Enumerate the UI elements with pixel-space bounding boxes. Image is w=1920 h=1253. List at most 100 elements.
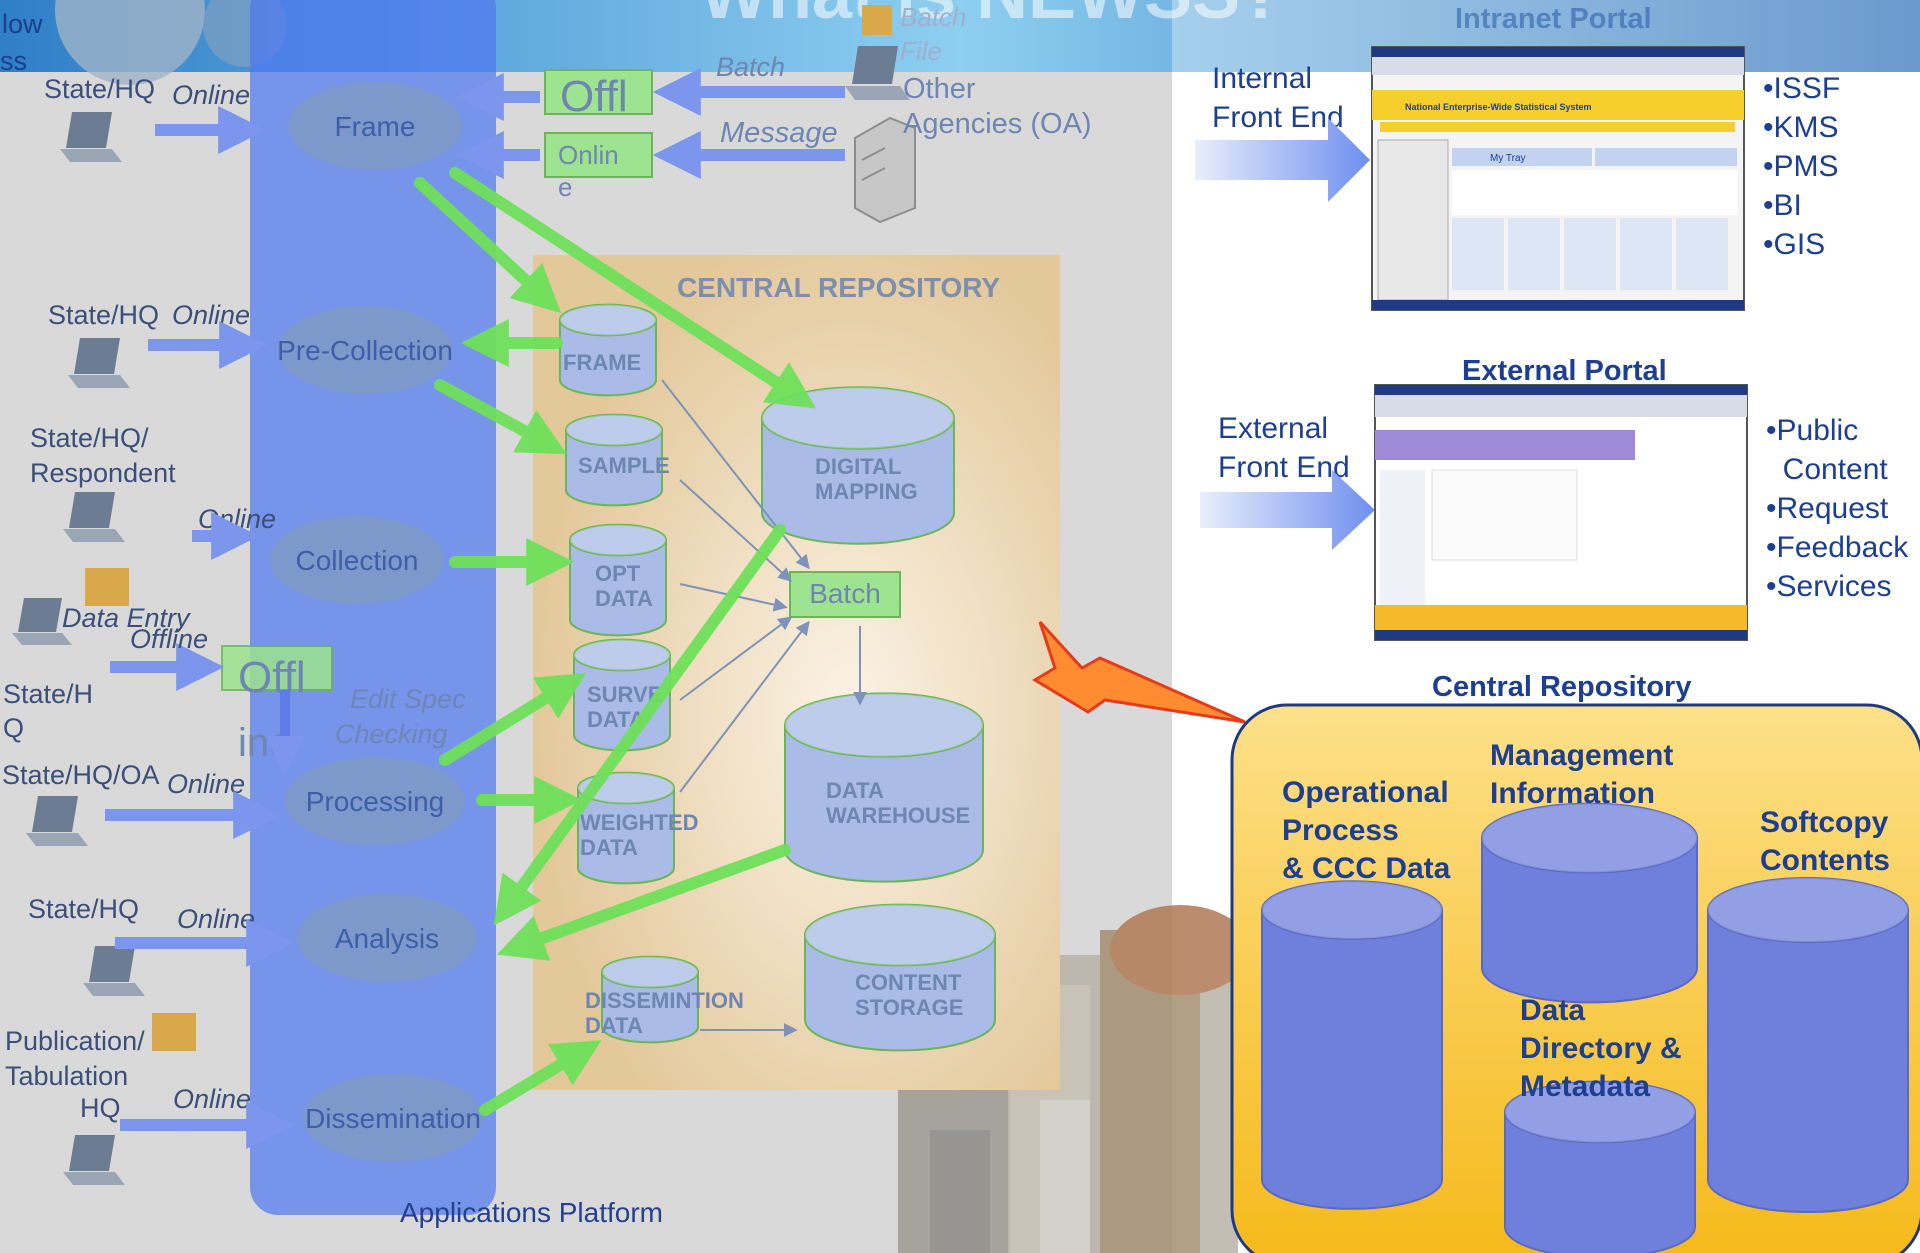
offline-box xyxy=(544,69,653,115)
repository-group-label: Softcopy xyxy=(1760,806,1889,839)
laptop-icon xyxy=(12,598,72,645)
intranet-module-item: •GIS xyxy=(1763,228,1825,261)
repository-group-label: & CCC Data xyxy=(1282,852,1451,885)
data-store-label: WAREHOUSE xyxy=(826,803,970,828)
stage-node[interactable] xyxy=(278,306,452,394)
server-icon xyxy=(854,116,916,224)
screenshot-heading: National Enterprise-Wide Statistical Sys… xyxy=(1405,102,1591,112)
sphere-decoration-icon xyxy=(55,0,205,85)
user-role-label: Publication/ xyxy=(5,1026,145,1056)
user-role-label: HQ xyxy=(80,1093,121,1123)
laptop-icon xyxy=(845,46,910,100)
data-store-label: WEIGHTED xyxy=(580,810,699,835)
laptop-icon xyxy=(83,946,145,996)
repository-group-label: Management xyxy=(1490,739,1673,772)
data-store-label: STORAGE xyxy=(855,995,963,1020)
intranet-portal-screenshot: National Enterprise-Wide Statistical Sys… xyxy=(1371,46,1745,311)
internal-front-end-label: Internal xyxy=(1212,62,1312,95)
management-information-cylinder xyxy=(1481,802,1698,1004)
internal-front-end-label: Front End xyxy=(1212,101,1344,134)
online-box-label: e xyxy=(558,172,572,202)
stage-label: Analysis xyxy=(335,923,439,954)
metadata-cylinder xyxy=(1504,1080,1696,1253)
online-box xyxy=(544,132,653,178)
data-store-label: OPT xyxy=(595,561,641,586)
operational-data-cylinder xyxy=(1261,880,1443,1210)
clipped-text: low xyxy=(2,9,43,39)
intranet-module-list: •ISSF•KMS•PMS•BI•GIS xyxy=(1763,72,1840,261)
data-store-label: MAPPING xyxy=(815,479,918,504)
intranet-module-item: •PMS xyxy=(1763,150,1839,183)
stage-node[interactable] xyxy=(303,1074,483,1162)
file-icon xyxy=(862,5,892,35)
repository-group-label: Directory & xyxy=(1520,1032,1682,1065)
online-box-label: Onlin xyxy=(558,140,619,170)
data-entry-mode-label: Offline xyxy=(130,624,208,654)
green-flow-arrows xyxy=(414,167,817,1116)
external-portal-title: External Portal xyxy=(1462,355,1667,387)
stage-node[interactable] xyxy=(288,82,462,170)
external-portal-group: External Portal External Front End •Publ… xyxy=(1200,355,1909,641)
stage-node[interactable] xyxy=(297,894,477,982)
data-store-sample: SAMPLE xyxy=(565,413,670,507)
data-store-label: DIGITAL xyxy=(815,454,901,479)
data-entry-user-label: State/H xyxy=(3,679,93,709)
lightning-bolt-icon xyxy=(1032,620,1246,724)
data-store-label: SAMPLE xyxy=(578,453,670,478)
external-front-end-label: Front End xyxy=(1218,451,1350,484)
user-role-label: Respondent xyxy=(30,458,176,488)
stage-node[interactable] xyxy=(285,757,465,845)
stage-label: Collection xyxy=(296,545,419,576)
access-mode-label: Online xyxy=(172,300,250,330)
data-store-label: DISSEMINTION xyxy=(585,988,744,1013)
repository-group-label: Metadata xyxy=(1520,1070,1650,1103)
access-mode-label: Online xyxy=(167,769,245,799)
repository-group-label: Operational xyxy=(1282,776,1449,809)
external-service-item: •Feedback xyxy=(1766,531,1909,564)
clipped-text: ss xyxy=(0,46,27,76)
stage-label: Pre-Collection xyxy=(277,335,453,366)
file-icon xyxy=(152,1013,196,1051)
edit-spec-label: Edit Spec xyxy=(350,684,466,714)
user-role-label: State/HQ xyxy=(44,74,155,104)
external-service-item: •Public xyxy=(1766,414,1858,447)
laptop-icon xyxy=(68,338,130,388)
stage-label: Processing xyxy=(306,786,445,817)
batch-box xyxy=(789,571,901,618)
data-store-label: DATA xyxy=(826,778,884,803)
intranet-module-item: •KMS xyxy=(1763,111,1839,144)
repository-group-label: Information xyxy=(1490,777,1655,810)
laptop-icon xyxy=(63,1135,125,1185)
external-source-group: Offl Onlin e Batch Message Batch File Ot… xyxy=(455,2,1092,224)
edit-spec-label: Checking xyxy=(335,719,448,749)
intranet-portal-group: Intranet Portal Internal Front End Natio… xyxy=(1195,3,1840,311)
applications-platform-label: Applications Platform xyxy=(400,1197,663,1228)
laptop-icon xyxy=(26,796,88,846)
data-store-label: DATA xyxy=(580,835,638,860)
external-service-item: •Request xyxy=(1766,492,1889,525)
data-entry-label: Data Entry xyxy=(62,603,191,633)
batch-file-label: File xyxy=(900,36,942,66)
external-front-end-label: External xyxy=(1218,412,1328,445)
softcopy-contents-cylinder xyxy=(1707,877,1909,1213)
batch-arrow-label: Batch xyxy=(716,52,785,82)
screenshot-tray-label: My Tray xyxy=(1490,153,1526,164)
data-entry-box-label: Offl xyxy=(238,653,306,702)
batch-box-label: Batch xyxy=(809,578,881,609)
offline-box-label: Offl xyxy=(560,72,628,121)
stage-node[interactable] xyxy=(270,516,444,604)
intranet-module-item: •BI xyxy=(1763,189,1802,222)
